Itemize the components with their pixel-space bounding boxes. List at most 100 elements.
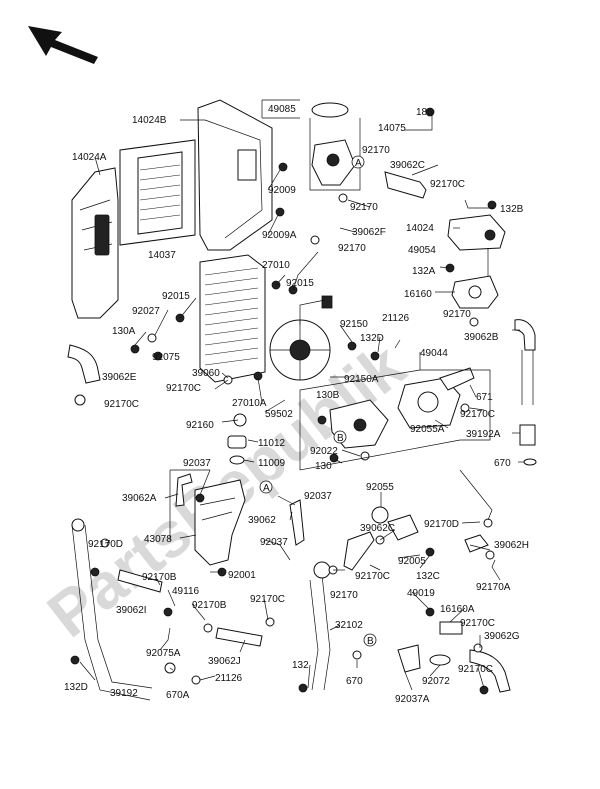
water-pump-49044 bbox=[397, 367, 475, 429]
label-27010: 27010 bbox=[262, 260, 290, 271]
label-92170c-f: 92170C bbox=[250, 594, 285, 605]
grille-14037 bbox=[119, 139, 196, 246]
label-92037-a: 92037 bbox=[183, 458, 211, 469]
label-92170b-b: 92170B bbox=[192, 600, 227, 611]
label-670a: 670A bbox=[166, 690, 190, 701]
label-92170c-e: 92170C bbox=[355, 571, 390, 582]
label-39062c-b: 39062C bbox=[360, 523, 395, 534]
fitting-92055 bbox=[371, 506, 419, 541]
label-11009: 11009 bbox=[258, 458, 286, 469]
svg-text:A: A bbox=[355, 158, 362, 169]
label-92170d-b: 92170D bbox=[88, 539, 123, 550]
label-59502: 59502 bbox=[265, 409, 293, 420]
label-671: 671 bbox=[476, 392, 493, 403]
thermostat-cover-16160 bbox=[451, 275, 499, 309]
svg-text:B: B bbox=[337, 433, 344, 444]
radiator-39060 bbox=[199, 254, 266, 383]
label-132d-b: 132D bbox=[64, 682, 88, 693]
label-11012: 11012 bbox=[258, 438, 286, 449]
label-92170-c: 92170 bbox=[338, 243, 366, 254]
label-49085: 49085 bbox=[268, 104, 296, 115]
label-92005: 92005 bbox=[398, 556, 426, 567]
label-92027: 92027 bbox=[132, 306, 160, 317]
ref-circle-a-lower: A bbox=[259, 480, 273, 494]
label-14037: 14037 bbox=[148, 250, 176, 261]
hose-39062b bbox=[514, 319, 536, 351]
label-39062h: 39062H bbox=[494, 540, 529, 551]
label-49116: 49116 bbox=[172, 586, 200, 597]
reserve-tank-43078 bbox=[194, 479, 246, 566]
label-92170-b: 92170 bbox=[350, 202, 378, 213]
label-92055a: 92055A bbox=[410, 424, 445, 435]
label-39062a: 39062A bbox=[122, 493, 157, 504]
label-27010a: 27010A bbox=[232, 398, 267, 409]
svg-text:A: A bbox=[263, 483, 270, 494]
label-14075: 14075 bbox=[378, 123, 406, 134]
shroud-right-14024b bbox=[197, 99, 273, 251]
shroud-left-14024a bbox=[71, 167, 119, 319]
radiator-cap-49085 bbox=[311, 102, 356, 186]
label-92009: 92009 bbox=[268, 185, 296, 196]
label-92170a: 92170A bbox=[476, 582, 511, 593]
label-32102: 32102 bbox=[335, 620, 363, 631]
label-92170-d: 92170 bbox=[443, 309, 471, 320]
label-49044: 49044 bbox=[420, 348, 448, 359]
ref-circle-a-top: A bbox=[351, 155, 365, 169]
label-14024: 14024 bbox=[406, 223, 434, 234]
fitting-16160a bbox=[439, 621, 463, 635]
label-39062: 39062 bbox=[248, 515, 276, 526]
label-130: 130 bbox=[315, 461, 332, 472]
label-39062b: 39062B bbox=[464, 332, 499, 343]
label-21126-a: 21126 bbox=[382, 313, 410, 324]
label-92170c-d: 92170C bbox=[460, 409, 495, 420]
label-92037a: 92037A bbox=[395, 694, 430, 705]
cap-group-box bbox=[261, 99, 361, 191]
label-16160: 16160 bbox=[404, 289, 432, 300]
label-39192a: 39192A bbox=[466, 429, 501, 440]
label-92170-e: 92170 bbox=[330, 590, 358, 601]
label-92037-b: 92037 bbox=[304, 491, 332, 502]
label-670-b: 670 bbox=[346, 676, 363, 687]
ref-circle-b-lower: B bbox=[363, 633, 377, 647]
bracket-92037a bbox=[397, 644, 421, 673]
hose-39062i bbox=[117, 569, 163, 593]
thermostat-housing-14024 bbox=[447, 214, 506, 251]
label-92170-a: 92170 bbox=[362, 145, 390, 156]
label-670-a: 670 bbox=[494, 458, 511, 469]
label-92170c-h: 92170C bbox=[458, 664, 493, 675]
long-pipe-39192 bbox=[71, 518, 153, 701]
label-92170c-a: 92170C bbox=[430, 179, 465, 190]
hose-39062c-lower bbox=[343, 531, 375, 571]
label-39062e: 39062E bbox=[102, 372, 137, 383]
label-21126-b: 21126 bbox=[215, 673, 243, 684]
label-92170d-a: 92170D bbox=[424, 519, 459, 530]
label-92075a: 92075A bbox=[146, 648, 181, 659]
label-92072: 92072 bbox=[422, 676, 450, 687]
label-130a: 130A bbox=[112, 326, 136, 337]
svg-text:B: B bbox=[367, 636, 374, 647]
hose-39062 bbox=[289, 499, 305, 546]
label-92170c-c: 92170C bbox=[104, 399, 139, 410]
pipe-39192a bbox=[519, 350, 536, 446]
label-92015-b: 92015 bbox=[162, 291, 190, 302]
label-132d-a: 132D bbox=[360, 333, 384, 344]
pipe-32102 bbox=[309, 561, 331, 691]
label-92055: 92055 bbox=[366, 482, 394, 493]
part-labels: 186 49085 14075 14024B 14024A 92170 3906… bbox=[64, 104, 529, 705]
label-132: 132 bbox=[292, 660, 309, 671]
front-direction-arrow-icon bbox=[28, 26, 98, 64]
tank-group-box bbox=[169, 469, 210, 540]
ref-circle-b-pump: B bbox=[333, 430, 347, 444]
label-92037-c: 92037 bbox=[260, 537, 288, 548]
label-132a: 132A bbox=[412, 266, 436, 277]
label-92160: 92160 bbox=[186, 420, 214, 431]
hose-39062a bbox=[175, 473, 193, 507]
label-39062j: 39062J bbox=[208, 656, 241, 667]
label-132c: 132C bbox=[416, 571, 440, 582]
fan-59502 bbox=[269, 295, 333, 381]
label-92009a: 92009A bbox=[262, 230, 297, 241]
label-132b: 132B bbox=[500, 204, 524, 215]
label-92170c-b: 92170C bbox=[166, 383, 201, 394]
label-130b: 130B bbox=[316, 390, 340, 401]
